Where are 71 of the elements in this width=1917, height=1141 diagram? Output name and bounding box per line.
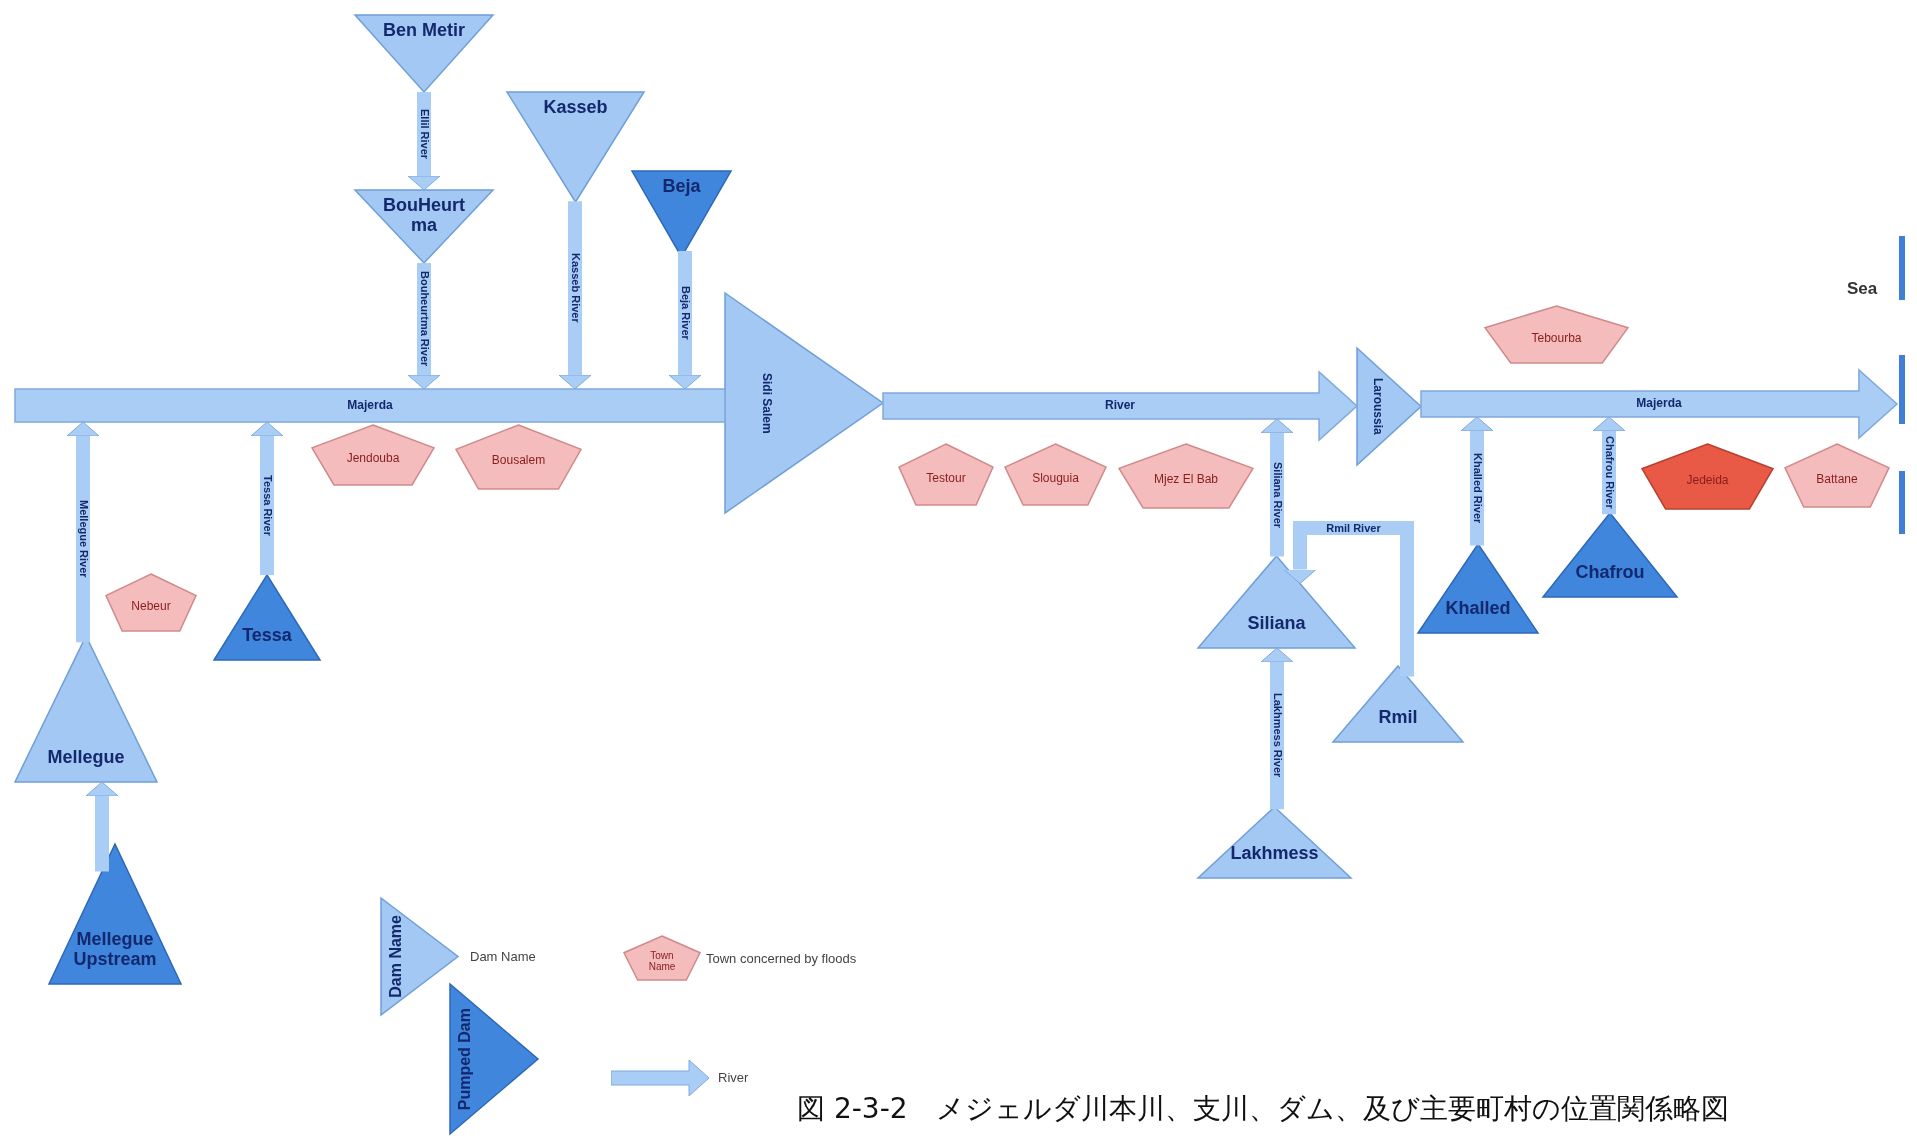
legend-symbol-text: Pumped Dam	[456, 1007, 474, 1111]
dam-name: Lakhmess	[1230, 844, 1319, 864]
dam-triangle	[355, 190, 493, 263]
dam-name: Tessa	[242, 626, 292, 646]
legend-label: Town concerned by floods	[706, 951, 857, 966]
legend-label: Dam Name	[470, 949, 536, 964]
dam-name: Mellegue	[47, 748, 125, 768]
coastline-mark	[1897, 236, 1907, 534]
town-pentagon	[1785, 444, 1889, 507]
river-name: Majerda	[347, 398, 393, 413]
town-name: Tebourba	[1531, 331, 1582, 346]
dam-triangle	[355, 15, 493, 92]
town-name: Slouguia	[1032, 471, 1079, 486]
town-pentagon	[1642, 444, 1773, 509]
town-name: Mjez El Bab	[1154, 473, 1218, 487]
river-arrow	[66, 421, 100, 643]
town-pentagon	[899, 444, 993, 505]
river-arrow	[250, 421, 284, 575]
town-name: Nebeur	[131, 599, 171, 614]
river-arrow	[668, 250, 702, 390]
town-pentagon	[456, 425, 581, 489]
dam-name: Rmil	[1378, 708, 1418, 728]
river-band	[1421, 370, 1897, 438]
river-arrow	[1260, 418, 1294, 557]
legend-symbol-text: Dam Name	[387, 915, 405, 998]
town-pentagon	[1119, 444, 1253, 508]
river-arrow	[85, 781, 119, 872]
dam-name: Sidi Salem	[759, 372, 773, 434]
sea-label: Sea	[1847, 280, 1878, 299]
river-name: River	[1105, 399, 1135, 413]
dam-triangle	[1333, 666, 1463, 742]
dam-name: BouHeurtma	[382, 196, 466, 236]
dam-name: Laroussia	[1371, 378, 1385, 435]
river-arrow	[1592, 416, 1626, 515]
dam-name: Khalled	[1445, 599, 1511, 619]
river-arrow	[558, 201, 592, 390]
river-name: Majerda	[1636, 397, 1682, 411]
river-arrow	[1260, 647, 1294, 810]
river-arrow	[407, 92, 441, 191]
river-band	[883, 372, 1357, 440]
river-band	[15, 389, 725, 422]
dam-triangle	[1198, 556, 1355, 648]
town-name: Jedeida	[1686, 473, 1729, 488]
dam-name: Mellegue Upstream	[72, 930, 158, 970]
figure-caption: 図 2-3-2 メジェルダ川本川、支川、ダム、及び主要町村の位置関係略図	[797, 1091, 1729, 1127]
dam-triangle	[725, 293, 883, 513]
dam-name: Chafrou	[1575, 563, 1645, 583]
legend-symbol-text: Town Name	[647, 950, 677, 972]
dam-name: Kasseb	[543, 98, 608, 118]
town-name: Bousalem	[491, 454, 546, 468]
dam-triangle	[214, 575, 320, 660]
town-pentagon	[1005, 444, 1106, 505]
town-name: Battane	[1816, 472, 1858, 487]
dam-triangle	[1543, 513, 1677, 597]
town-pentagon	[312, 425, 434, 485]
river-arrow	[1283, 521, 1414, 677]
dam-name: Beja	[662, 177, 701, 197]
town-name: Jendouba	[346, 452, 400, 466]
dam-name: Ben Metir	[383, 21, 465, 41]
town-name: Testour	[926, 471, 966, 486]
dam-triangle	[1198, 807, 1351, 878]
dam-triangle	[507, 92, 644, 202]
river-arrow	[1460, 416, 1494, 546]
dam-triangle	[49, 844, 181, 984]
legend-label: River	[718, 1070, 749, 1085]
town-pentagon	[106, 574, 196, 631]
dam-name: Siliana	[1247, 614, 1306, 634]
dam-triangle	[1357, 348, 1421, 465]
river-arrow	[407, 263, 441, 390]
town-pentagon	[1485, 306, 1628, 363]
dam-triangle	[1418, 544, 1538, 633]
